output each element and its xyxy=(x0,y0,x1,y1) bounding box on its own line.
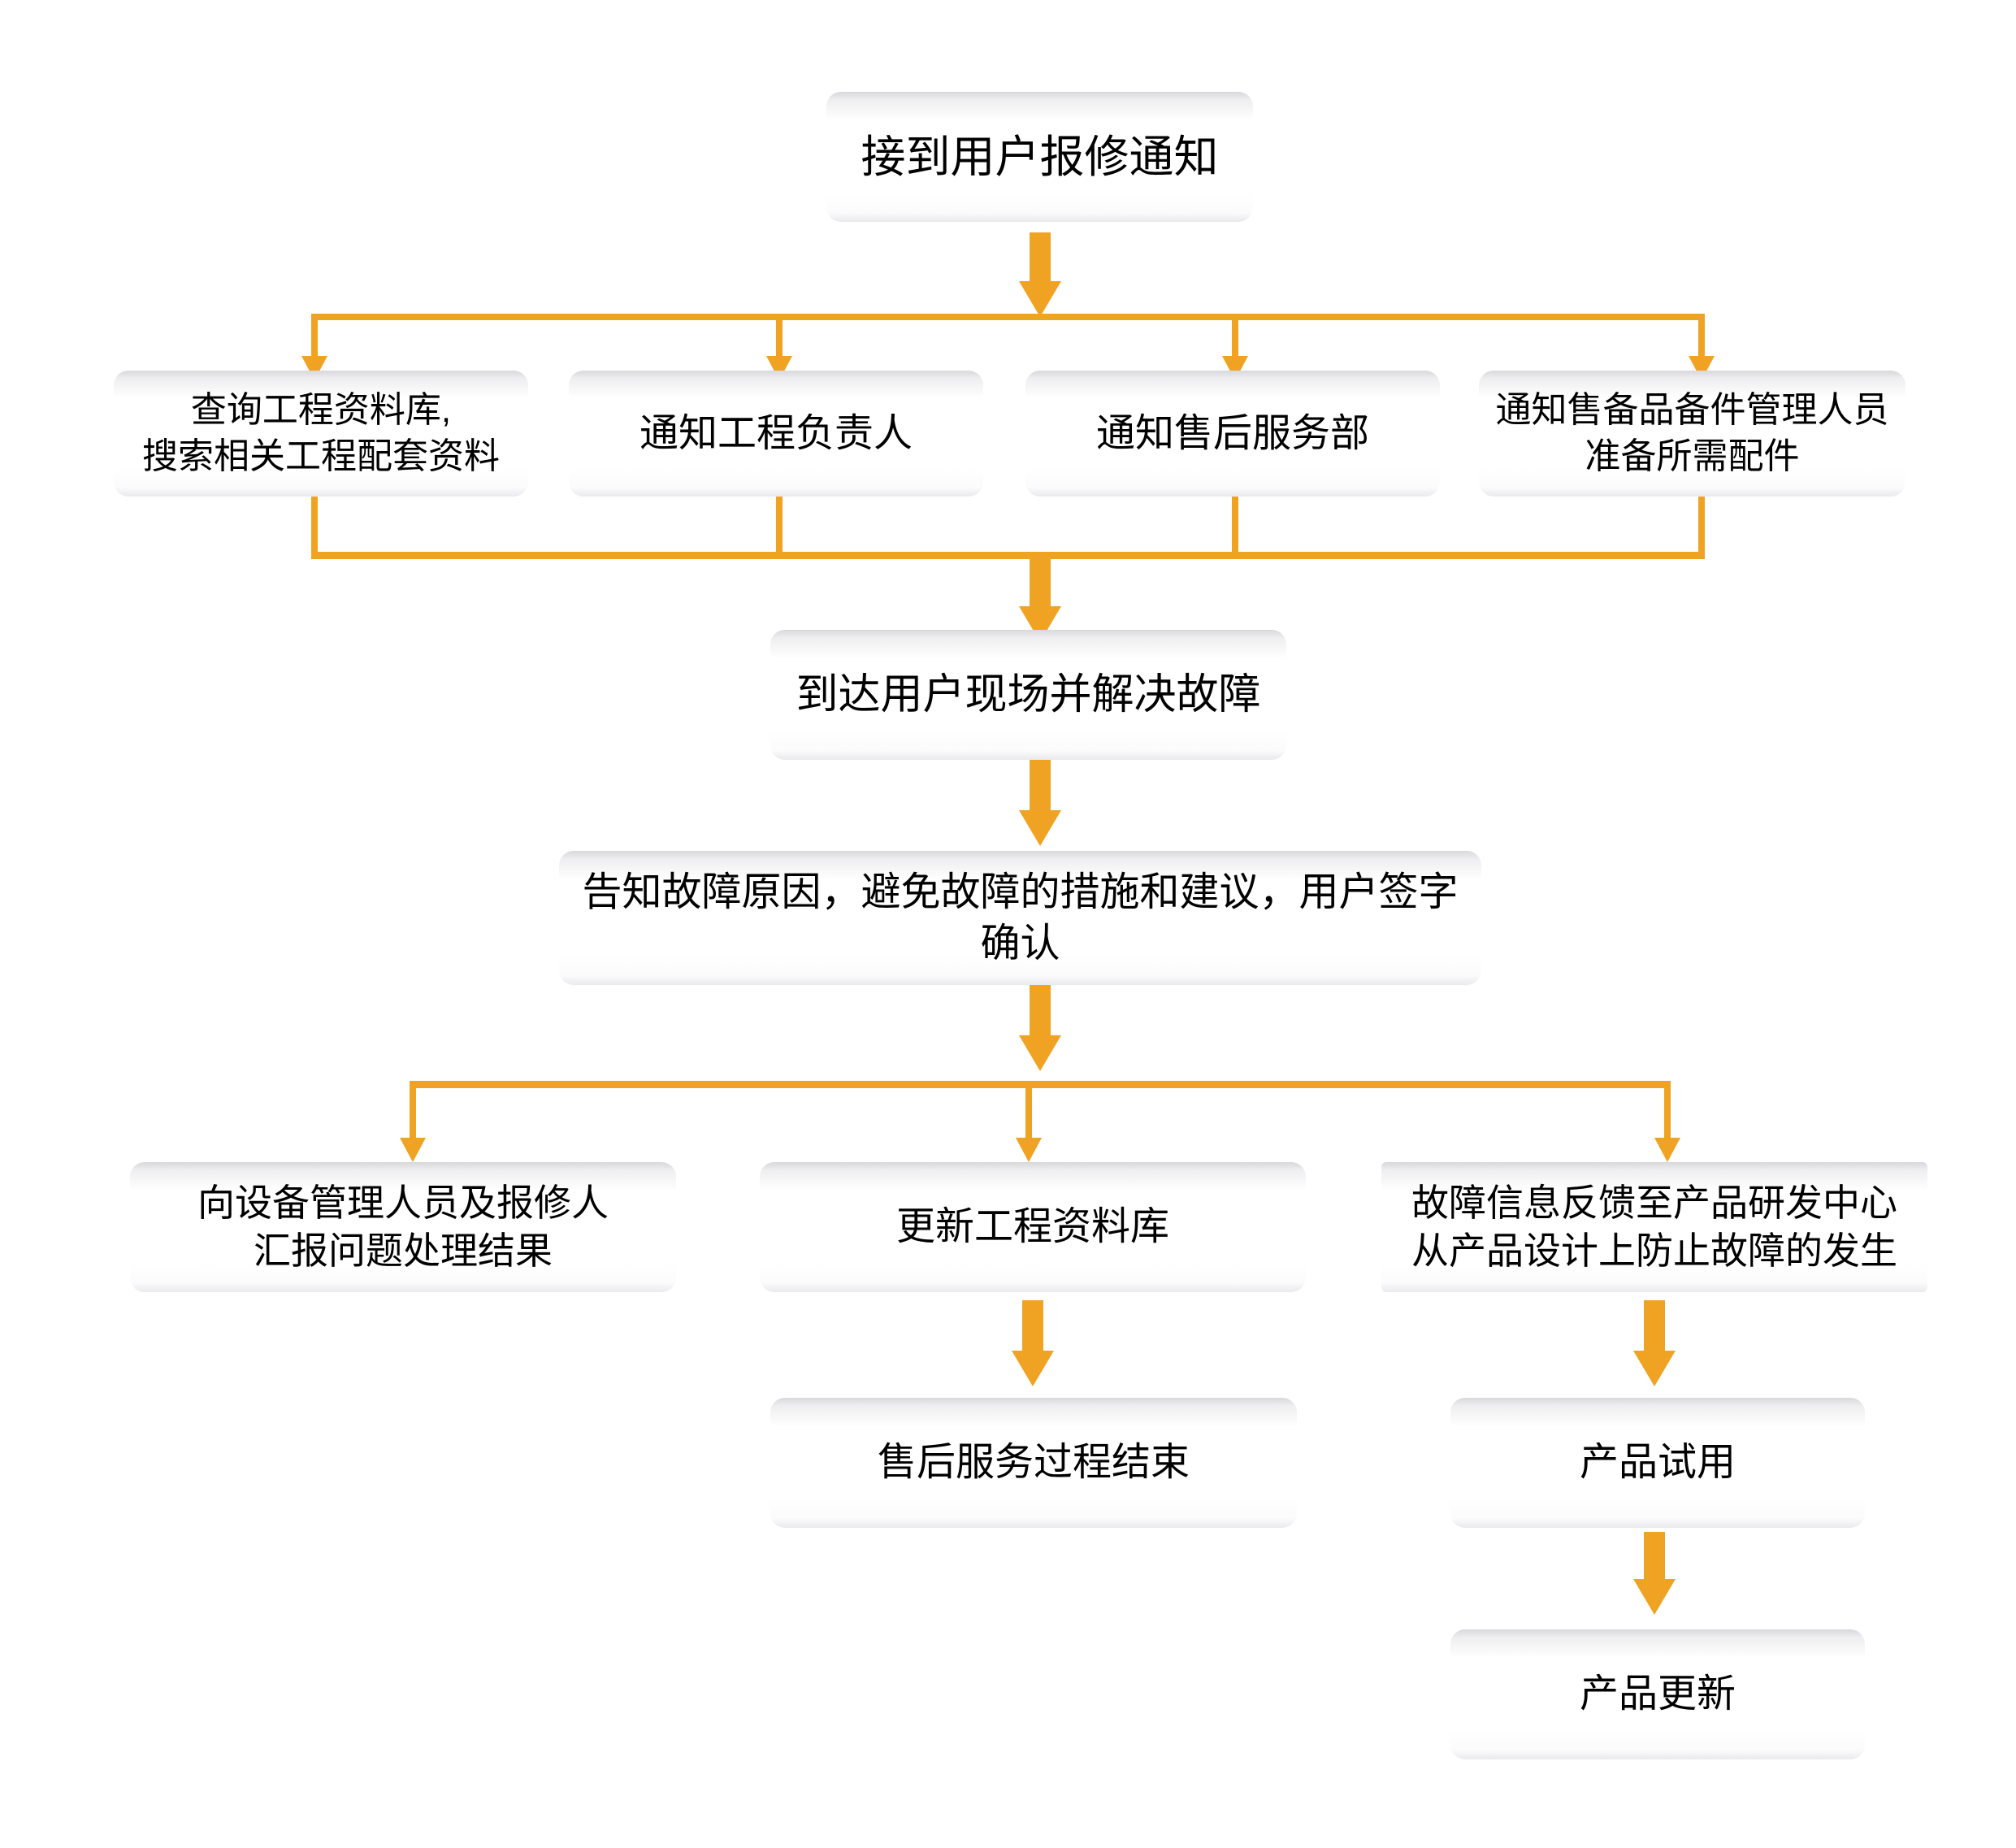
fanout-bar-level2 xyxy=(311,314,1705,320)
flow-node-update-project-database[interactable]: 更新工程资料库 xyxy=(760,1162,1306,1292)
merge-riser-3 xyxy=(1232,497,1238,558)
flow-node-label: 接到用户报修通知 xyxy=(861,131,1219,182)
fanout-drop-3 xyxy=(1232,314,1238,362)
flow-node-notify-project-manager[interactable]: 通知工程负责人 xyxy=(569,371,983,497)
fanout2-arrowhead-3 xyxy=(1654,1138,1680,1162)
merge-riser-4 xyxy=(1698,497,1705,558)
flow-node-label: 通知售后服务部 xyxy=(1095,411,1369,455)
fanout2-arrowhead-2 xyxy=(1016,1138,1042,1162)
arrow-n3-to-n4 xyxy=(1019,760,1061,849)
flow-node-label: 故障信息反馈至产品研发中心 从产品设计上防止故障的发生 xyxy=(1411,1182,1897,1272)
flow-node-label: 更新工程资料库 xyxy=(895,1205,1169,1249)
flow-node-label: 产品试用 xyxy=(1579,1441,1736,1485)
fanout2-drop-3 xyxy=(1664,1081,1671,1146)
flow-node-label: 售后服务过程结束 xyxy=(877,1441,1190,1485)
fanout-drop-2 xyxy=(776,314,783,362)
flow-node-product-update[interactable]: 产品更新 xyxy=(1450,1629,1865,1759)
flow-node-label: 通知售备品备件管理人员 准备所需配件 xyxy=(1495,390,1889,476)
flow-node-notify-service-dept[interactable]: 通知售后服务部 xyxy=(1025,371,1440,497)
fanout-drop-1 xyxy=(311,314,318,362)
flow-node-feedback-to-rnd[interactable]: 故障信息反馈至产品研发中心 从产品设计上防止故障的发生 xyxy=(1381,1162,1927,1292)
fanout2-arrowhead-1 xyxy=(400,1138,426,1162)
flow-node-label: 查询工程资料库, 搜索相关工程配套资料 xyxy=(142,390,500,476)
flow-node-receive-repair-notice[interactable]: 接到用户报修通知 xyxy=(826,92,1253,222)
flow-node-service-process-end[interactable]: 售后服务过程结束 xyxy=(770,1398,1297,1528)
fanout2-drop-2 xyxy=(1025,1081,1032,1146)
merge-bar-level3 xyxy=(311,552,1705,559)
arrow-n5b-to-n6b xyxy=(1012,1300,1054,1390)
arrow-n5c-to-n6c xyxy=(1633,1300,1676,1390)
flow-node-label: 向设备管理人员及报修人 汇报问题处理结果 xyxy=(197,1182,609,1272)
fanout-bar-level5 xyxy=(410,1081,1671,1088)
flow-node-label: 通知工程负责人 xyxy=(639,411,913,455)
flow-node-label: 产品更新 xyxy=(1579,1672,1736,1716)
merge-riser-1 xyxy=(311,497,318,558)
merge-riser-2 xyxy=(776,497,783,558)
flow-node-notify-spare-parts-staff[interactable]: 通知售备品备件管理人员 准备所需配件 xyxy=(1479,371,1905,497)
fanout2-drop-1 xyxy=(410,1081,416,1146)
flow-node-label: 告知故障原因，避免故障的措施和建议，用户签字确认 xyxy=(582,870,1459,965)
arrow-n1-to-fanbar xyxy=(1019,232,1061,317)
fanout-drop-4 xyxy=(1698,314,1705,362)
flow-node-arrive-onsite-fix[interactable]: 到达用户现场并解决故障 xyxy=(770,630,1286,760)
arrow-n6c-to-n7c xyxy=(1633,1532,1676,1617)
flow-node-explain-cause-signoff[interactable]: 告知故障原因，避免故障的措施和建议，用户签字确认 xyxy=(559,851,1481,985)
flow-node-product-trial[interactable]: 产品试用 xyxy=(1450,1398,1865,1528)
flow-node-report-results[interactable]: 向设备管理人员及报修人 汇报问题处理结果 xyxy=(130,1162,676,1292)
arrow-n4-to-fanbar2 xyxy=(1019,985,1061,1073)
flow-node-query-project-database[interactable]: 查询工程资料库, 搜索相关工程配套资料 xyxy=(114,371,528,497)
arrow-mergebar-to-n3 xyxy=(1019,559,1061,644)
flow-node-label: 到达用户现场并解决故障 xyxy=(796,670,1261,718)
